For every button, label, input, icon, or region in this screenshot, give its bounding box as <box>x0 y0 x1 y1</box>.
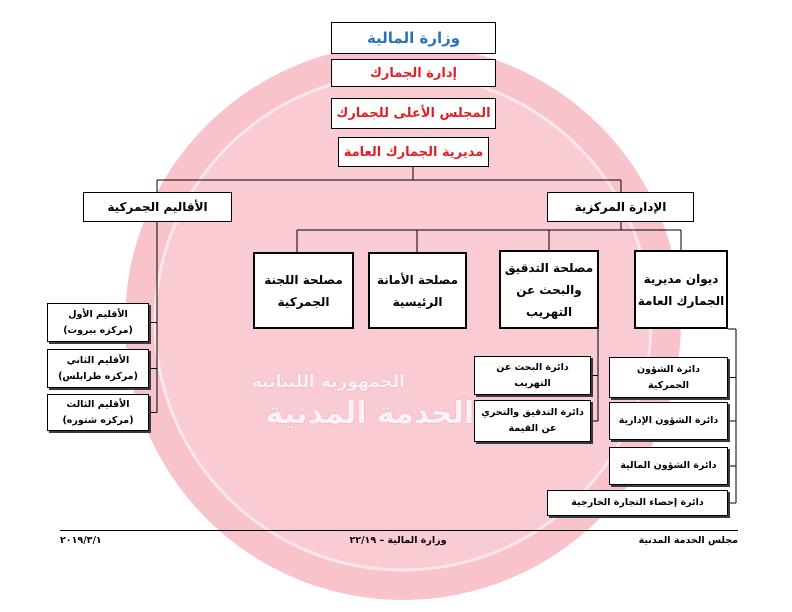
org-box-region-3: الأقليم الثالث (مركزه شتوره) <box>47 394 149 431</box>
org-box-label: مديرية الجمارك العامة <box>343 144 484 160</box>
org-box-label-line: مصلحة الأمانة <box>376 272 459 287</box>
org-box-label-line: دائرة الشؤون المالية <box>620 460 717 471</box>
org-box-label-line: ديوان مديرية <box>643 271 719 286</box>
org-box-customs-administration: إدارة الجمارك <box>331 59 496 87</box>
org-box-customs-committee-service: مصلحة اللجنة الجمركية <box>253 252 354 329</box>
org-box-region-2: الأقليم الثاني (مركزه طرابلس) <box>47 349 149 388</box>
footer-date: ٢٠١٩/٣/١ <box>60 535 102 546</box>
org-box-ministry-of-finance: وزارة المالية <box>331 22 496 54</box>
org-box-label-line: دائرة التدقيق والتحري <box>481 407 584 418</box>
org-box-administrative-affairs-dept: دائرة الشؤون الإدارية <box>609 402 728 440</box>
footer-reference: وزارة المالية – ٢٢/١٩ <box>349 535 447 546</box>
org-box-label-line: التهريب <box>514 377 551 389</box>
org-box-label-line: الجمارك العامة <box>637 293 725 308</box>
org-box-label-line: مصلحة اللجنة <box>264 272 343 287</box>
region-name: الأقليم الأول <box>68 308 128 320</box>
org-box-label: وزارة المالية <box>366 29 461 47</box>
org-box-label-line: دائرة البحث عن <box>496 361 569 373</box>
org-box-label-line: عن القيمة <box>508 423 557 434</box>
watermark-text-civil-service: الخدمة المدنية <box>265 396 475 431</box>
org-box-general-directorate: مديرية الجمارك العامة <box>338 137 489 167</box>
org-box-label-line: دائرة الشؤون الإدارية <box>618 415 719 426</box>
org-box-central-administration: الإدارة المركزية <box>547 192 694 222</box>
org-box-foreign-trade-statistics-dept: دائرة إحصاء التجارة الخارجية <box>547 490 728 516</box>
org-box-label: الإدارة المركزية <box>574 200 667 214</box>
org-box-label-line: الرئيسية <box>392 294 443 309</box>
org-box-label-line: مصلحة التدقيق <box>504 260 594 275</box>
region-center: (مركزه بيروت) <box>63 324 133 336</box>
org-box-audit-anti-smuggling-service: مصلحة التدقيق والبحث عن التهريب <box>499 250 599 329</box>
org-box-financial-affairs-dept: دائرة الشؤون المالية <box>609 447 728 485</box>
org-box-customs-affairs-dept: دائرة الشؤون الجمركية <box>609 357 728 398</box>
org-box-label: الأقاليم الجمركية <box>107 200 208 214</box>
region-center: (مركزه طرابلس) <box>58 370 138 382</box>
org-box-value-audit-dept: دائرة التدقيق والتحري عن القيمة <box>474 400 591 442</box>
org-box-label: إدارة الجمارك <box>370 65 457 81</box>
org-box-label-line: والبحث عن <box>516 282 582 297</box>
region-name: الأقليم الثاني <box>66 354 130 366</box>
footer-divider <box>60 530 738 531</box>
org-box-region-1: الأقليم الأول (مركزه بيروت) <box>47 303 149 342</box>
org-box-anti-smuggling-dept: دائرة البحث عن التهريب <box>474 356 591 395</box>
org-box-higher-customs-council: المجلس الأعلى للجمارك <box>331 98 496 129</box>
org-box-label-line: دائرة الشؤون <box>637 363 700 375</box>
org-box-customs-regions: الأقاليم الجمركية <box>83 192 232 222</box>
org-box-label-line: الجمركية <box>277 294 330 309</box>
watermark-text-republic: الجمهورية اللبنانية <box>251 372 405 392</box>
org-box-label: المجلس الأعلى للجمارك <box>336 106 491 121</box>
org-box-label-line: دائرة إحصاء التجارة الخارجية <box>571 497 704 508</box>
org-box-main-secretariat-service: مصلحة الأمانة الرئيسية <box>368 252 467 329</box>
org-box-label-line: التهريب <box>525 304 573 319</box>
org-box-directorate-office: ديوان مديرية الجمارك العامة <box>634 250 728 329</box>
footer-organization: مجلس الخدمة المدنية <box>638 535 738 546</box>
org-box-label-line: الجمركية <box>647 379 690 391</box>
region-center: (مركزه شتوره) <box>62 414 134 426</box>
region-name: الأقليم الثالث <box>66 398 130 410</box>
